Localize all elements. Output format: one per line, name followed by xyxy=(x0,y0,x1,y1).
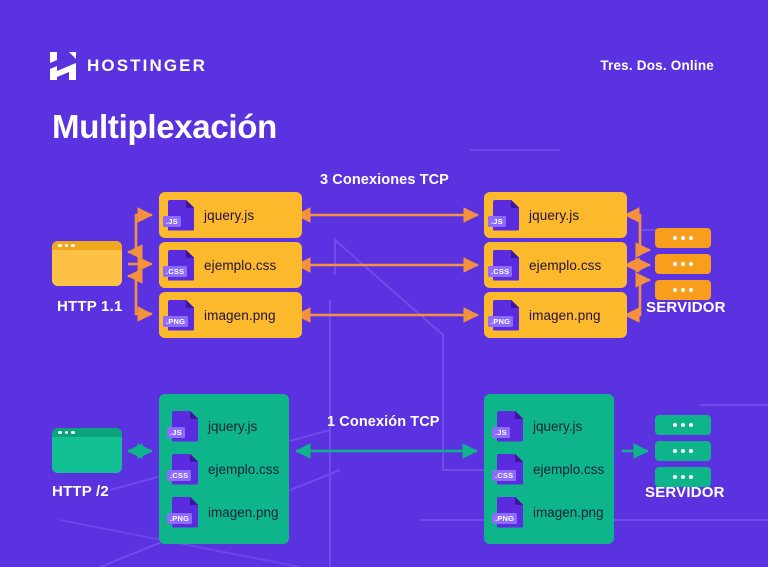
brand: HOSTINGER xyxy=(50,52,207,80)
panel-row: .PNG imagen.png xyxy=(159,496,289,528)
file-css-icon: .CSS xyxy=(488,249,519,281)
file-ext-badge: .JS xyxy=(492,427,510,438)
file-ext-badge: .PNG xyxy=(488,316,514,327)
server-stack-icon-http11 xyxy=(655,228,711,300)
browser-window-icon-http11 xyxy=(52,241,122,286)
panel-row: .CSS ejemplo.css xyxy=(484,453,614,485)
file-card-png-left: .PNG imagen.png xyxy=(159,292,302,338)
file-ext-badge: .JS xyxy=(488,216,506,227)
connection-label-http2: 1 Conexión TCP xyxy=(327,414,440,430)
file-name: imagen.png xyxy=(533,504,604,520)
server-slab xyxy=(655,467,711,487)
server-stack-icon-http2 xyxy=(655,415,711,487)
file-card-js-right: .JS jquery.js xyxy=(484,192,627,238)
file-ext-badge: .PNG xyxy=(163,316,189,327)
browser-viewport xyxy=(52,437,122,473)
file-css-icon: .CSS xyxy=(167,453,198,485)
file-ext-badge: .CSS xyxy=(163,266,188,277)
server-slab xyxy=(655,228,711,248)
file-name: ejemplo.css xyxy=(533,461,605,477)
file-ext-badge: .JS xyxy=(167,427,185,438)
server-slab xyxy=(655,254,711,274)
file-name: imagen.png xyxy=(204,307,276,323)
file-name: jquery.js xyxy=(529,207,580,223)
label-http2: HTTP /2 xyxy=(52,483,109,500)
file-name: jquery.js xyxy=(208,418,258,434)
multiplex-panel-left: .JS jquery.js .CSS ejemplo.css .PNG imag… xyxy=(159,394,289,544)
server-slab xyxy=(655,441,711,461)
server-slab xyxy=(655,280,711,300)
tagline: Tres. Dos. Online xyxy=(600,58,714,73)
file-ext-badge: .PNG xyxy=(167,513,193,524)
file-name: imagen.png xyxy=(208,504,279,520)
panel-row: .JS jquery.js xyxy=(159,410,289,442)
label-server-http2: SERVIDOR xyxy=(645,484,725,501)
brand-name: HOSTINGER xyxy=(87,56,207,75)
file-png-icon: .PNG xyxy=(492,496,523,528)
file-card-js-left: .JS jquery.js xyxy=(159,192,302,238)
connection-label-http11: 3 Conexiones TCP xyxy=(320,172,449,188)
server-slab xyxy=(655,415,711,435)
file-js-icon: .JS xyxy=(163,199,194,231)
file-card-png-right: .PNG imagen.png xyxy=(484,292,627,338)
label-http11: HTTP 1.1 xyxy=(57,298,123,315)
browser-titlebar xyxy=(52,241,122,250)
page-title: Multiplexación xyxy=(52,108,277,145)
file-name: imagen.png xyxy=(529,307,601,323)
browser-window-icon-http2 xyxy=(52,428,122,473)
file-name: ejemplo.css xyxy=(208,461,280,477)
multiplex-panel-right: .JS jquery.js .CSS ejemplo.css .PNG imag… xyxy=(484,394,614,544)
file-name: ejemplo.css xyxy=(529,257,602,273)
panel-row: .JS jquery.js xyxy=(484,410,614,442)
file-ext-badge: .PNG xyxy=(492,513,518,524)
label-server-http11: SERVIDOR xyxy=(646,299,726,316)
file-js-icon: .JS xyxy=(492,410,523,442)
file-js-icon: .JS xyxy=(167,410,198,442)
file-png-icon: .PNG xyxy=(167,496,198,528)
file-card-css-left: .CSS ejemplo.css xyxy=(159,242,302,288)
file-card-css-right: .CSS ejemplo.css xyxy=(484,242,627,288)
panel-row: .CSS ejemplo.css xyxy=(159,453,289,485)
file-name: jquery.js xyxy=(533,418,583,434)
file-png-icon: .PNG xyxy=(163,299,194,331)
file-css-icon: .CSS xyxy=(163,249,194,281)
file-ext-badge: .JS xyxy=(163,216,181,227)
file-name: jquery.js xyxy=(204,207,255,223)
file-css-icon: .CSS xyxy=(492,453,523,485)
file-js-icon: .JS xyxy=(488,199,519,231)
file-name: ejemplo.css xyxy=(204,257,277,273)
file-ext-badge: .CSS xyxy=(492,470,517,481)
panel-row: .PNG imagen.png xyxy=(484,496,614,528)
hostinger-h-logo-icon xyxy=(50,52,76,80)
browser-titlebar xyxy=(52,428,122,437)
file-ext-badge: .CSS xyxy=(488,266,513,277)
browser-viewport xyxy=(52,250,122,286)
file-png-icon: .PNG xyxy=(488,299,519,331)
file-ext-badge: .CSS xyxy=(167,470,192,481)
